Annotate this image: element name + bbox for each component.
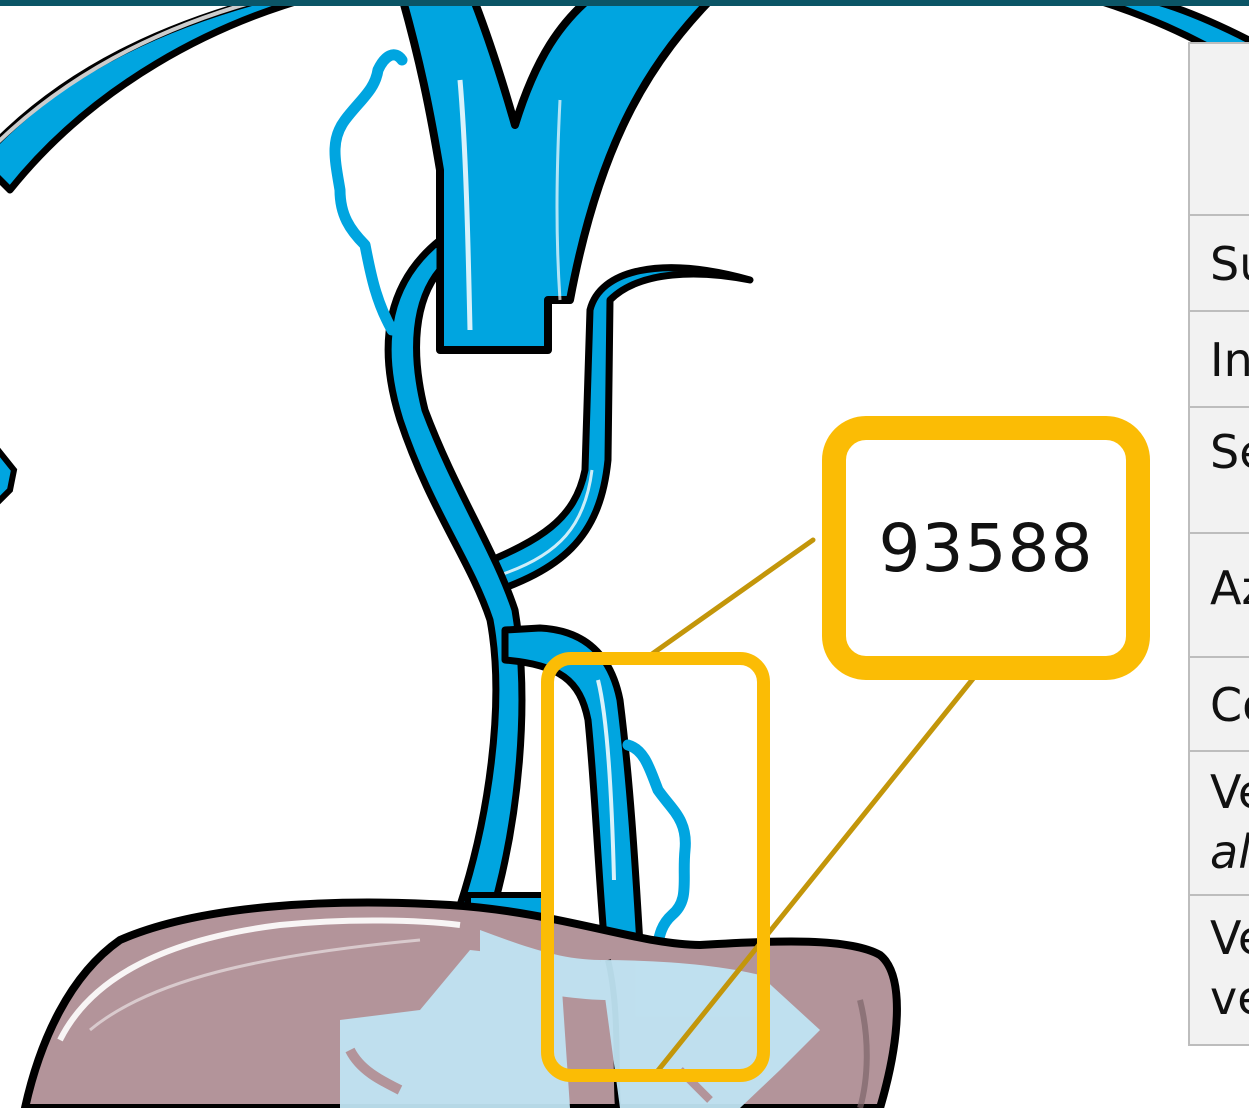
legend-row-label: Su: [1210, 237, 1249, 291]
legend-row: Ve ve: [1190, 896, 1249, 1044]
legend-row: Co: [1190, 658, 1249, 752]
legend-row-label: Az: [1210, 561, 1249, 615]
superior-vena-cava: [400, 0, 720, 350]
legend-row-label: Se: [1210, 425, 1249, 479]
legend-row: Su: [1190, 216, 1249, 312]
top-border-bar: [0, 0, 1249, 6]
legend-row-label: Ve: [1210, 762, 1249, 822]
legend-row-sublabel: al: [1210, 822, 1249, 882]
left-edge-vessel-fragment: [0, 440, 14, 510]
left-brachiocephalic-vessel: [0, 0, 340, 190]
legend-row-label: Ve: [1210, 908, 1249, 968]
legend-row: In: [1190, 312, 1249, 408]
highlight-box: [541, 652, 770, 1082]
callout-label-box: 93588: [822, 416, 1150, 680]
legend-row-label: In: [1210, 333, 1249, 387]
legend-row: Se: [1190, 408, 1249, 534]
legend-row: Az: [1190, 534, 1249, 658]
legend-row: Ve al: [1190, 752, 1249, 896]
legend-header: [1190, 44, 1249, 216]
wavy-vein-upper: [335, 55, 402, 330]
legend-table: Su In Se Az Co Ve al Ve ve: [1188, 42, 1249, 1046]
legend-row-label: Co: [1210, 678, 1249, 732]
legend-row-sublabel: ve: [1210, 968, 1249, 1028]
callout-label-text: 93588: [879, 510, 1094, 587]
